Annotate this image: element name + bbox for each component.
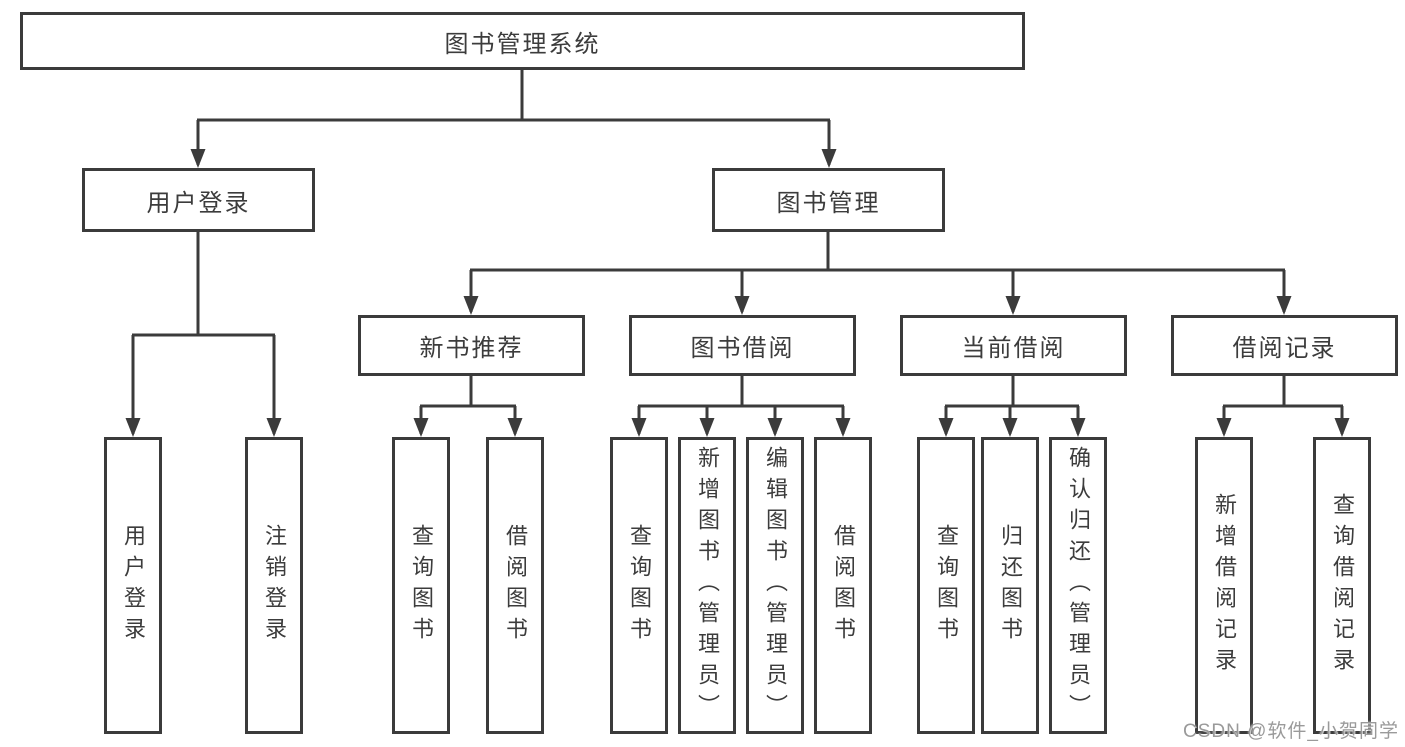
connector-records-to-leaves xyxy=(1222,376,1344,434)
arrow-down-icon xyxy=(413,418,429,437)
arrow-down-icon xyxy=(1276,296,1292,315)
node-library-management-system: 图书管理系统 xyxy=(20,12,1025,70)
arrow-down-icon xyxy=(266,418,282,437)
arrow-down-icon xyxy=(938,418,954,437)
leaf-query-books-current: 查询图书 xyxy=(917,437,975,734)
arrow-down-icon xyxy=(767,418,783,437)
arrow-down-icon xyxy=(631,418,647,437)
arrow-down-icon xyxy=(507,418,523,437)
leaf-edit-books-admin: 编辑图书（管理员） xyxy=(746,437,804,734)
connector-root-to-level2 xyxy=(196,70,831,165)
leaf-borrow-books: 借阅图书 xyxy=(814,437,872,734)
connector-borrowing-to-leaves xyxy=(637,376,845,434)
node-book-management: 图书管理 xyxy=(712,168,945,232)
arrow-down-icon xyxy=(1070,418,1086,437)
arrow-down-icon xyxy=(734,296,750,315)
node-new-book-recommendation: 新书推荐 xyxy=(358,315,585,376)
leaf-query-books-rec: 查询图书 xyxy=(392,437,450,734)
arrow-down-icon xyxy=(1005,296,1021,315)
connector-book-mgmt-to-level3 xyxy=(469,232,1286,312)
connector-user-login-to-leaves xyxy=(131,232,276,434)
arrow-down-icon xyxy=(190,149,206,168)
leaf-query-books-borrow: 查询图书 xyxy=(610,437,668,734)
connector-new-rec-to-leaves xyxy=(419,376,517,434)
node-user-login: 用户登录 xyxy=(82,168,315,232)
arrow-down-icon xyxy=(463,296,479,315)
arrow-down-icon xyxy=(835,418,851,437)
leaf-logout: 注销登录 xyxy=(245,437,303,734)
arrow-down-icon xyxy=(125,418,141,437)
leaf-add-books-admin: 新增图书（管理员） xyxy=(678,437,736,734)
node-book-borrowing: 图书借阅 xyxy=(629,315,856,376)
node-borrowing-records: 借阅记录 xyxy=(1171,315,1398,376)
leaf-query-borrow-record: 查询借阅记录 xyxy=(1313,437,1371,734)
arrow-down-icon xyxy=(1002,418,1018,437)
leaf-confirm-return-admin: 确认归还（管理员） xyxy=(1049,437,1107,734)
watermark: CSDN @软件_小贺同学 xyxy=(1183,721,1399,742)
leaf-add-borrow-record: 新增借阅记录 xyxy=(1195,437,1253,734)
leaf-user-login: 用户登录 xyxy=(104,437,162,734)
leaf-borrow-books-rec: 借阅图书 xyxy=(486,437,544,734)
arrow-down-icon xyxy=(1334,418,1350,437)
leaf-return-books: 归还图书 xyxy=(981,437,1039,734)
node-current-borrowing: 当前借阅 xyxy=(900,315,1127,376)
arrow-down-icon xyxy=(1216,418,1232,437)
arrow-down-icon xyxy=(699,418,715,437)
arrow-down-icon xyxy=(821,149,837,168)
